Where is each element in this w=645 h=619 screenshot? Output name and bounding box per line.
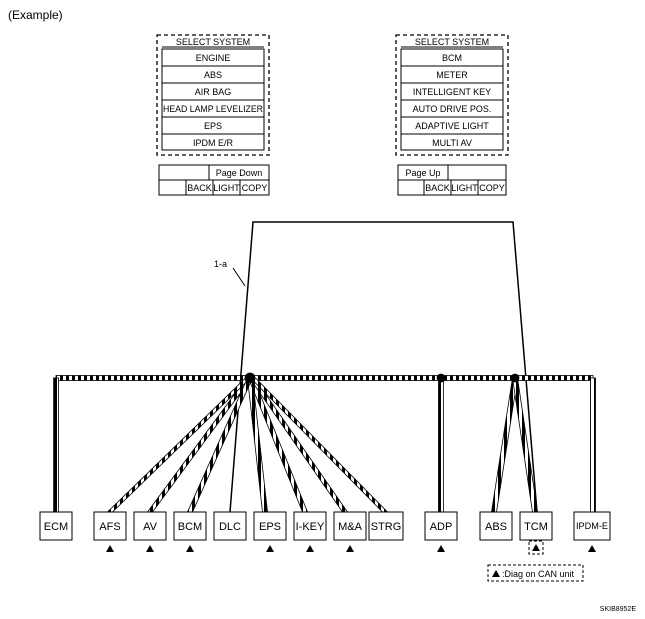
diag-on-can-marker-icon (306, 545, 314, 552)
copy-button[interactable]: COPY (242, 183, 268, 193)
unit-label: ECM (44, 521, 68, 533)
page-up-button[interactable]: Page Up (405, 168, 440, 178)
diag-on-can-marker-icon (492, 570, 500, 577)
diag-on-can-marker-icon (146, 545, 154, 552)
unit-label: ABS (485, 521, 507, 533)
can-bus (53, 372, 596, 513)
back-button[interactable]: BACK (187, 183, 212, 193)
system-item-adaptive-light[interactable]: ADAPTIVE LIGHT (415, 121, 489, 131)
unit-label: AFS (99, 521, 120, 533)
system-item-intelligent-key[interactable]: INTELLIGENT KEY (413, 87, 491, 97)
system-item-head-lamp-levelizer[interactable]: HEAD LAMP LEVELIZER (163, 104, 263, 114)
unit-bcm[interactable]: BCM (173, 511, 207, 541)
unit-label: BCM (178, 521, 202, 533)
back-button[interactable]: BACK (425, 183, 450, 193)
unit-adp[interactable]: ADP (424, 511, 458, 541)
unit-label: STRG (371, 521, 402, 533)
line-label: 1-a (214, 259, 227, 269)
unit-abs[interactable]: ABS (479, 511, 513, 541)
unit-m-and-a[interactable]: M&A (333, 511, 367, 541)
diag-on-can-marker-icon (346, 545, 354, 552)
unit-label: AV (143, 521, 158, 533)
unit-tcm[interactable]: TCM (519, 511, 553, 541)
unit-label: TCM (524, 521, 548, 533)
legend-text: :Diag on CAN unit (502, 569, 575, 579)
unit-afs[interactable]: AFS (93, 511, 127, 541)
system-item-meter[interactable]: METER (436, 70, 468, 80)
diag-markers (106, 545, 596, 552)
light-button[interactable]: LIGHT (451, 183, 478, 193)
system-item-ipdm-er[interactable]: IPDM E/R (193, 138, 234, 148)
unit-label: IPDM-E (576, 521, 608, 531)
figure-code: SKIB8952E (600, 606, 637, 613)
diag-on-can-marker-icon (588, 545, 596, 552)
light-button[interactable]: LIGHT (213, 183, 240, 193)
screen-header: SELECT SYSTEM (415, 37, 489, 47)
system-item-eps[interactable]: EPS (204, 121, 222, 131)
legend: :Diag on CAN unit (487, 564, 584, 582)
unit-label: ADP (430, 521, 453, 533)
unit-eps[interactable]: EPS (253, 511, 287, 541)
unit-av[interactable]: AV (133, 511, 167, 541)
unit-dlc[interactable]: DLC (213, 511, 247, 541)
diag-on-can-marker-icon (106, 545, 114, 552)
page-down-button[interactable]: Page Down (216, 168, 263, 178)
system-item-bcm[interactable]: BCM (442, 53, 462, 63)
system-item-abs[interactable]: ABS (204, 70, 222, 80)
select-system-screen-page1: SELECT SYSTEM ENGINE ABS AIR BAG HEAD LA… (156, 34, 270, 196)
unit-ecm[interactable]: ECM (39, 511, 73, 541)
unit-label: I-KEY (296, 521, 325, 533)
unit-label: EPS (259, 521, 281, 533)
system-item-air-bag[interactable]: AIR BAG (195, 87, 232, 97)
diag-on-can-marker-icon (532, 544, 540, 551)
diag-on-can-marker-icon (266, 545, 274, 552)
unit-ipdm-e[interactable]: IPDM-E (573, 511, 611, 541)
diag-on-can-marker-icon (437, 545, 445, 552)
unit-label: M&A (338, 521, 363, 533)
select-system-screen-page2: SELECT SYSTEM BCM METER INTELLIGENT KEY … (395, 34, 509, 196)
unit-strg[interactable]: STRG (368, 511, 404, 541)
tcm-diag-marker (528, 540, 544, 555)
system-item-engine[interactable]: ENGINE (196, 53, 231, 63)
diag-on-can-marker-icon (186, 545, 194, 552)
copy-button[interactable]: COPY (479, 183, 505, 193)
units: ECM AFS AV BCM DLC EPS I-KEY M&A (39, 511, 611, 541)
unit-label: DLC (219, 521, 241, 533)
diagnosis-line-1a: 1-a (214, 221, 538, 513)
system-item-multi-av[interactable]: MULTI AV (432, 138, 472, 148)
unit-i-key[interactable]: I-KEY (293, 511, 327, 541)
caption: (Example) (8, 8, 63, 22)
system-item-auto-drive-pos[interactable]: AUTO DRIVE POS. (413, 104, 492, 114)
screen-header: SELECT SYSTEM (176, 37, 250, 47)
